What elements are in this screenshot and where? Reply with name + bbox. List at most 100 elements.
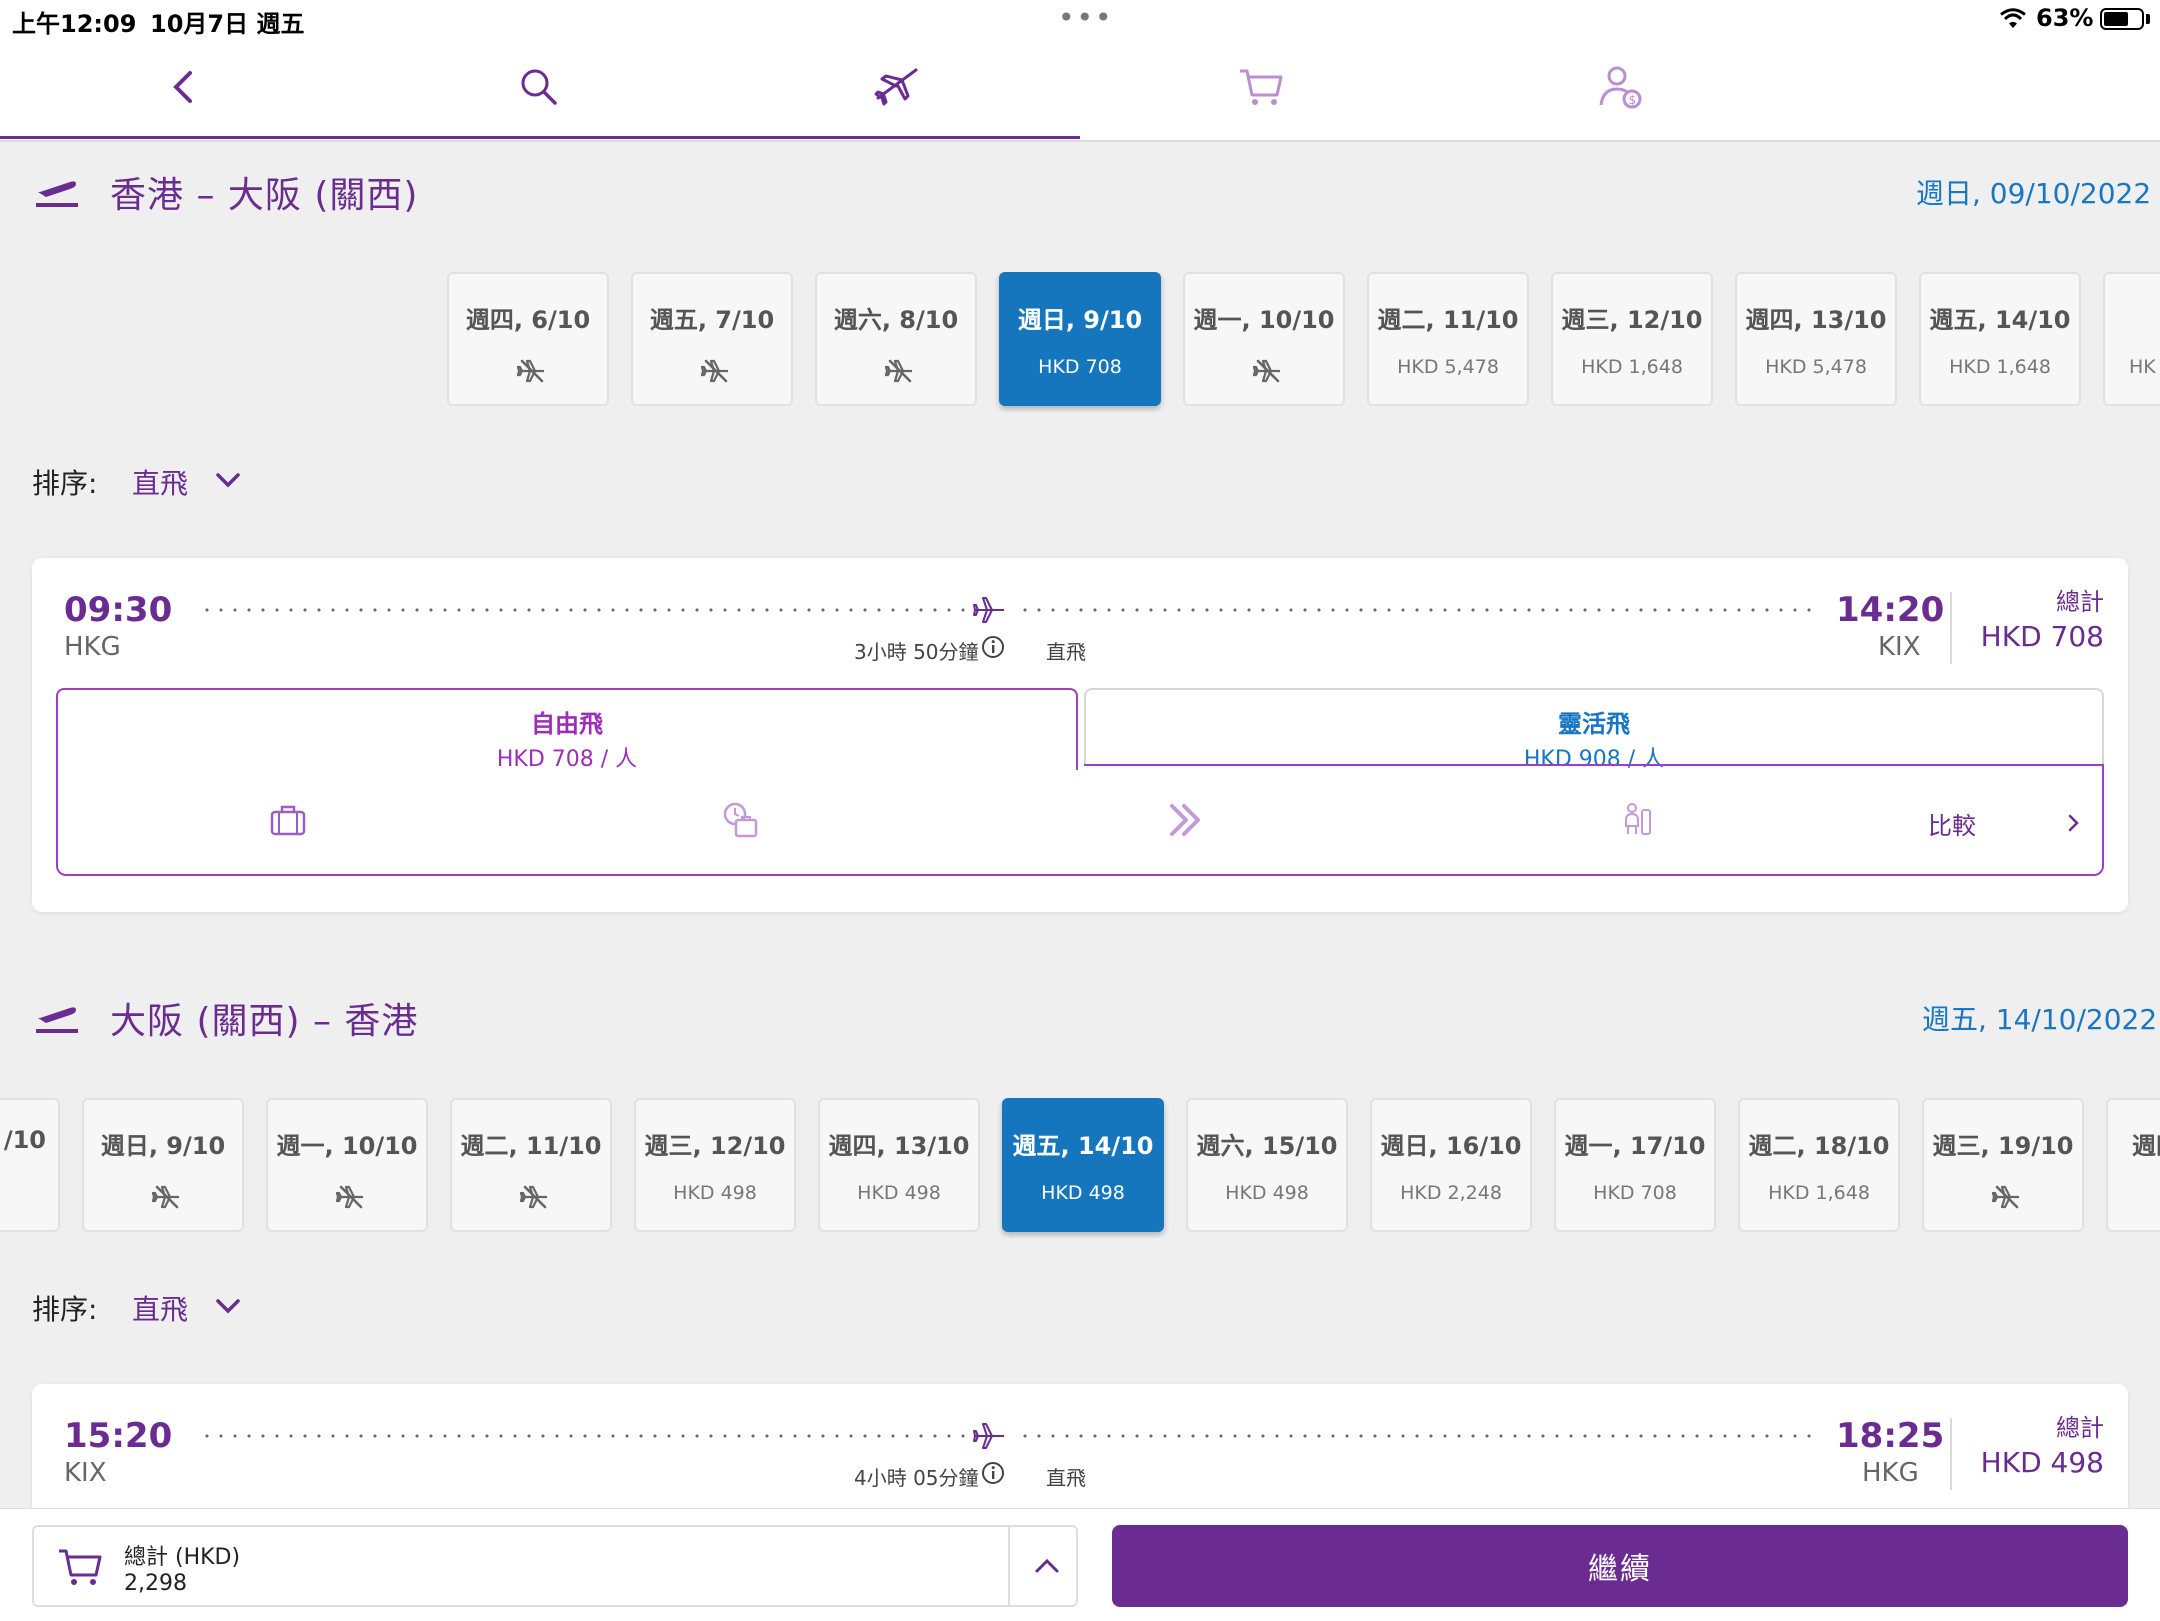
cart-icon[interactable] (1236, 62, 1286, 112)
date-card[interactable]: 週五, 7/10 (631, 272, 793, 406)
arrive-code: HKG (1862, 1458, 1919, 1488)
date-card-price: HKD 498 (857, 1182, 941, 1204)
chevron-down-icon[interactable] (214, 470, 242, 490)
date-card-label: 週四, 13/10 (828, 1132, 970, 1160)
cart-total-label: 總計 (HKD) (124, 1545, 241, 1570)
total-price: HKD 708 (1980, 620, 2104, 653)
status-bar: 上午12:09 10月7日 週五 ••• 63% (0, 0, 2160, 40)
battery-tip (2146, 14, 2150, 24)
date-card-price: HKD 2,248 (1400, 1182, 1502, 1204)
date-card-label: 週五, 14/10 (1929, 306, 2071, 334)
date-card[interactable]: 週四 (2106, 1098, 2160, 1232)
compare-link[interactable]: 比較 (1928, 812, 1976, 840)
inbound-route-title: 大阪 (關西) – 香港 (110, 1001, 419, 1042)
date-card-price: HKD 5,478 (1765, 356, 1867, 378)
divider (1950, 592, 1952, 664)
divider (1950, 1418, 1952, 1490)
date-card-label: 週五, 7/10 (649, 306, 775, 334)
date-card-label: 週三, 19/10 (1932, 1132, 2074, 1160)
date-card-label: 週二, 18/10 (1748, 1132, 1890, 1160)
search-icon[interactable] (514, 62, 564, 112)
date-card-price: HKD 1,648 (1581, 356, 1683, 378)
depart-time: 09:30 (64, 590, 173, 630)
seat-selection-icon (1625, 803, 1651, 835)
no-flight-icon (1992, 1185, 2019, 1209)
inbound-flight-card[interactable]: 15:20 KIX 4小時 05分鐘 直飛 18:25 HKG 總計 HKD 4… (32, 1384, 2128, 1524)
date-card-label: 週三, 12/10 (644, 1132, 786, 1160)
inbound-sort-value[interactable]: 直飛 (132, 1293, 189, 1326)
no-flight-icon (152, 1185, 179, 1209)
no-flight-icon (517, 359, 544, 383)
inbound-sort-label: 排序: (32, 1293, 98, 1326)
total-label: 總計 (2056, 1414, 2104, 1442)
date-card-price: HKD 708 (1593, 1182, 1677, 1204)
plane-icon (973, 1423, 1004, 1449)
route-line (1018, 608, 1814, 612)
depart-code: KIX (64, 1458, 107, 1488)
date-card-label: 週日, 9/10 (100, 1132, 226, 1160)
date-card[interactable]: 週四, 6/10 (447, 272, 609, 406)
chevron-up-icon[interactable] (1032, 1551, 1062, 1581)
date-card[interactable]: /10 (0, 1098, 60, 1232)
fare-name: 自由飛 (531, 710, 603, 738)
wifi-icon (2000, 8, 2026, 28)
battery-percent: 63% (2036, 4, 2094, 32)
no-flight-icon (336, 1185, 363, 1209)
fare-name: 靈活飛 (1558, 710, 1630, 738)
date-card-label: 週三, 12/10 (1561, 306, 1703, 334)
fare-option-flex[interactable]: 靈活飛 HKD 908 / 人 (1084, 688, 2104, 772)
outbound-date[interactable]: 週日, 09/10/2022 (1916, 177, 2152, 210)
fare-option-saver[interactable]: 自由飛 HKD 708 / 人 (56, 688, 1078, 772)
status-time: 上午12:09 (12, 10, 137, 38)
outbound-sort-value[interactable]: 直飛 (132, 467, 189, 500)
date-card-label: 週二, 11/10 (460, 1132, 602, 1160)
inbound-date[interactable]: 週五, 14/10/2022 (1922, 1003, 2158, 1036)
cart-icon (59, 1549, 102, 1585)
cart-total-value: 2,298 (124, 1571, 187, 1596)
back-icon[interactable] (158, 62, 208, 112)
date-card[interactable]: 週二, 11/10 (450, 1098, 612, 1232)
info-icon[interactable] (980, 634, 1006, 660)
plane-icon (973, 597, 1004, 623)
date-card-price: HK (2129, 356, 2156, 378)
flight-duration: 3小時 50分鐘 (854, 640, 979, 664)
takeoff-icon (36, 1007, 78, 1033)
flight-icon[interactable] (872, 62, 922, 112)
date-card[interactable]: 週日, 9/10 (82, 1098, 244, 1232)
date-card-price: HKD 1,648 (1768, 1182, 1870, 1204)
date-card[interactable]: 週一, 10/10 (1183, 272, 1345, 406)
chevron-down-icon[interactable] (214, 1296, 242, 1316)
outbound-flight-card[interactable]: 09:30 HKG 3小時 50分鐘 直飛 14:20 KIX 總計 HKD 7… (32, 558, 2128, 912)
info-icon[interactable] (980, 1460, 1006, 1486)
date-card[interactable]: 週一, 10/10 (266, 1098, 428, 1232)
account-icon[interactable]: $ (1596, 62, 1646, 112)
fare-tab-border (1084, 764, 2104, 766)
multitask-dots[interactable]: ••• (1058, 1, 1114, 34)
flight-stops: 直飛 (1046, 640, 1086, 664)
date-card[interactable]: 週六, 8/10 (815, 272, 977, 406)
cart-summary[interactable]: 總計 (HKD) 2,298 (32, 1525, 1078, 1607)
outbound-sort-label: 排序: (32, 467, 98, 500)
chevron-right-icon[interactable] (2066, 812, 2082, 834)
continue-button[interactable]: 繼續 (1112, 1525, 2128, 1607)
route-line (200, 1434, 992, 1438)
date-card-label: 週二, 11/10 (1377, 306, 1519, 334)
no-flight-icon (885, 359, 912, 383)
date-card[interactable]: 週六HK (2103, 272, 2160, 406)
fare-price: HKD 908 / 人 (1523, 747, 1665, 772)
date-card[interactable]: 週三, 19/10 (1922, 1098, 2084, 1232)
date-card-label: 週六, 15/10 (1196, 1132, 1338, 1160)
